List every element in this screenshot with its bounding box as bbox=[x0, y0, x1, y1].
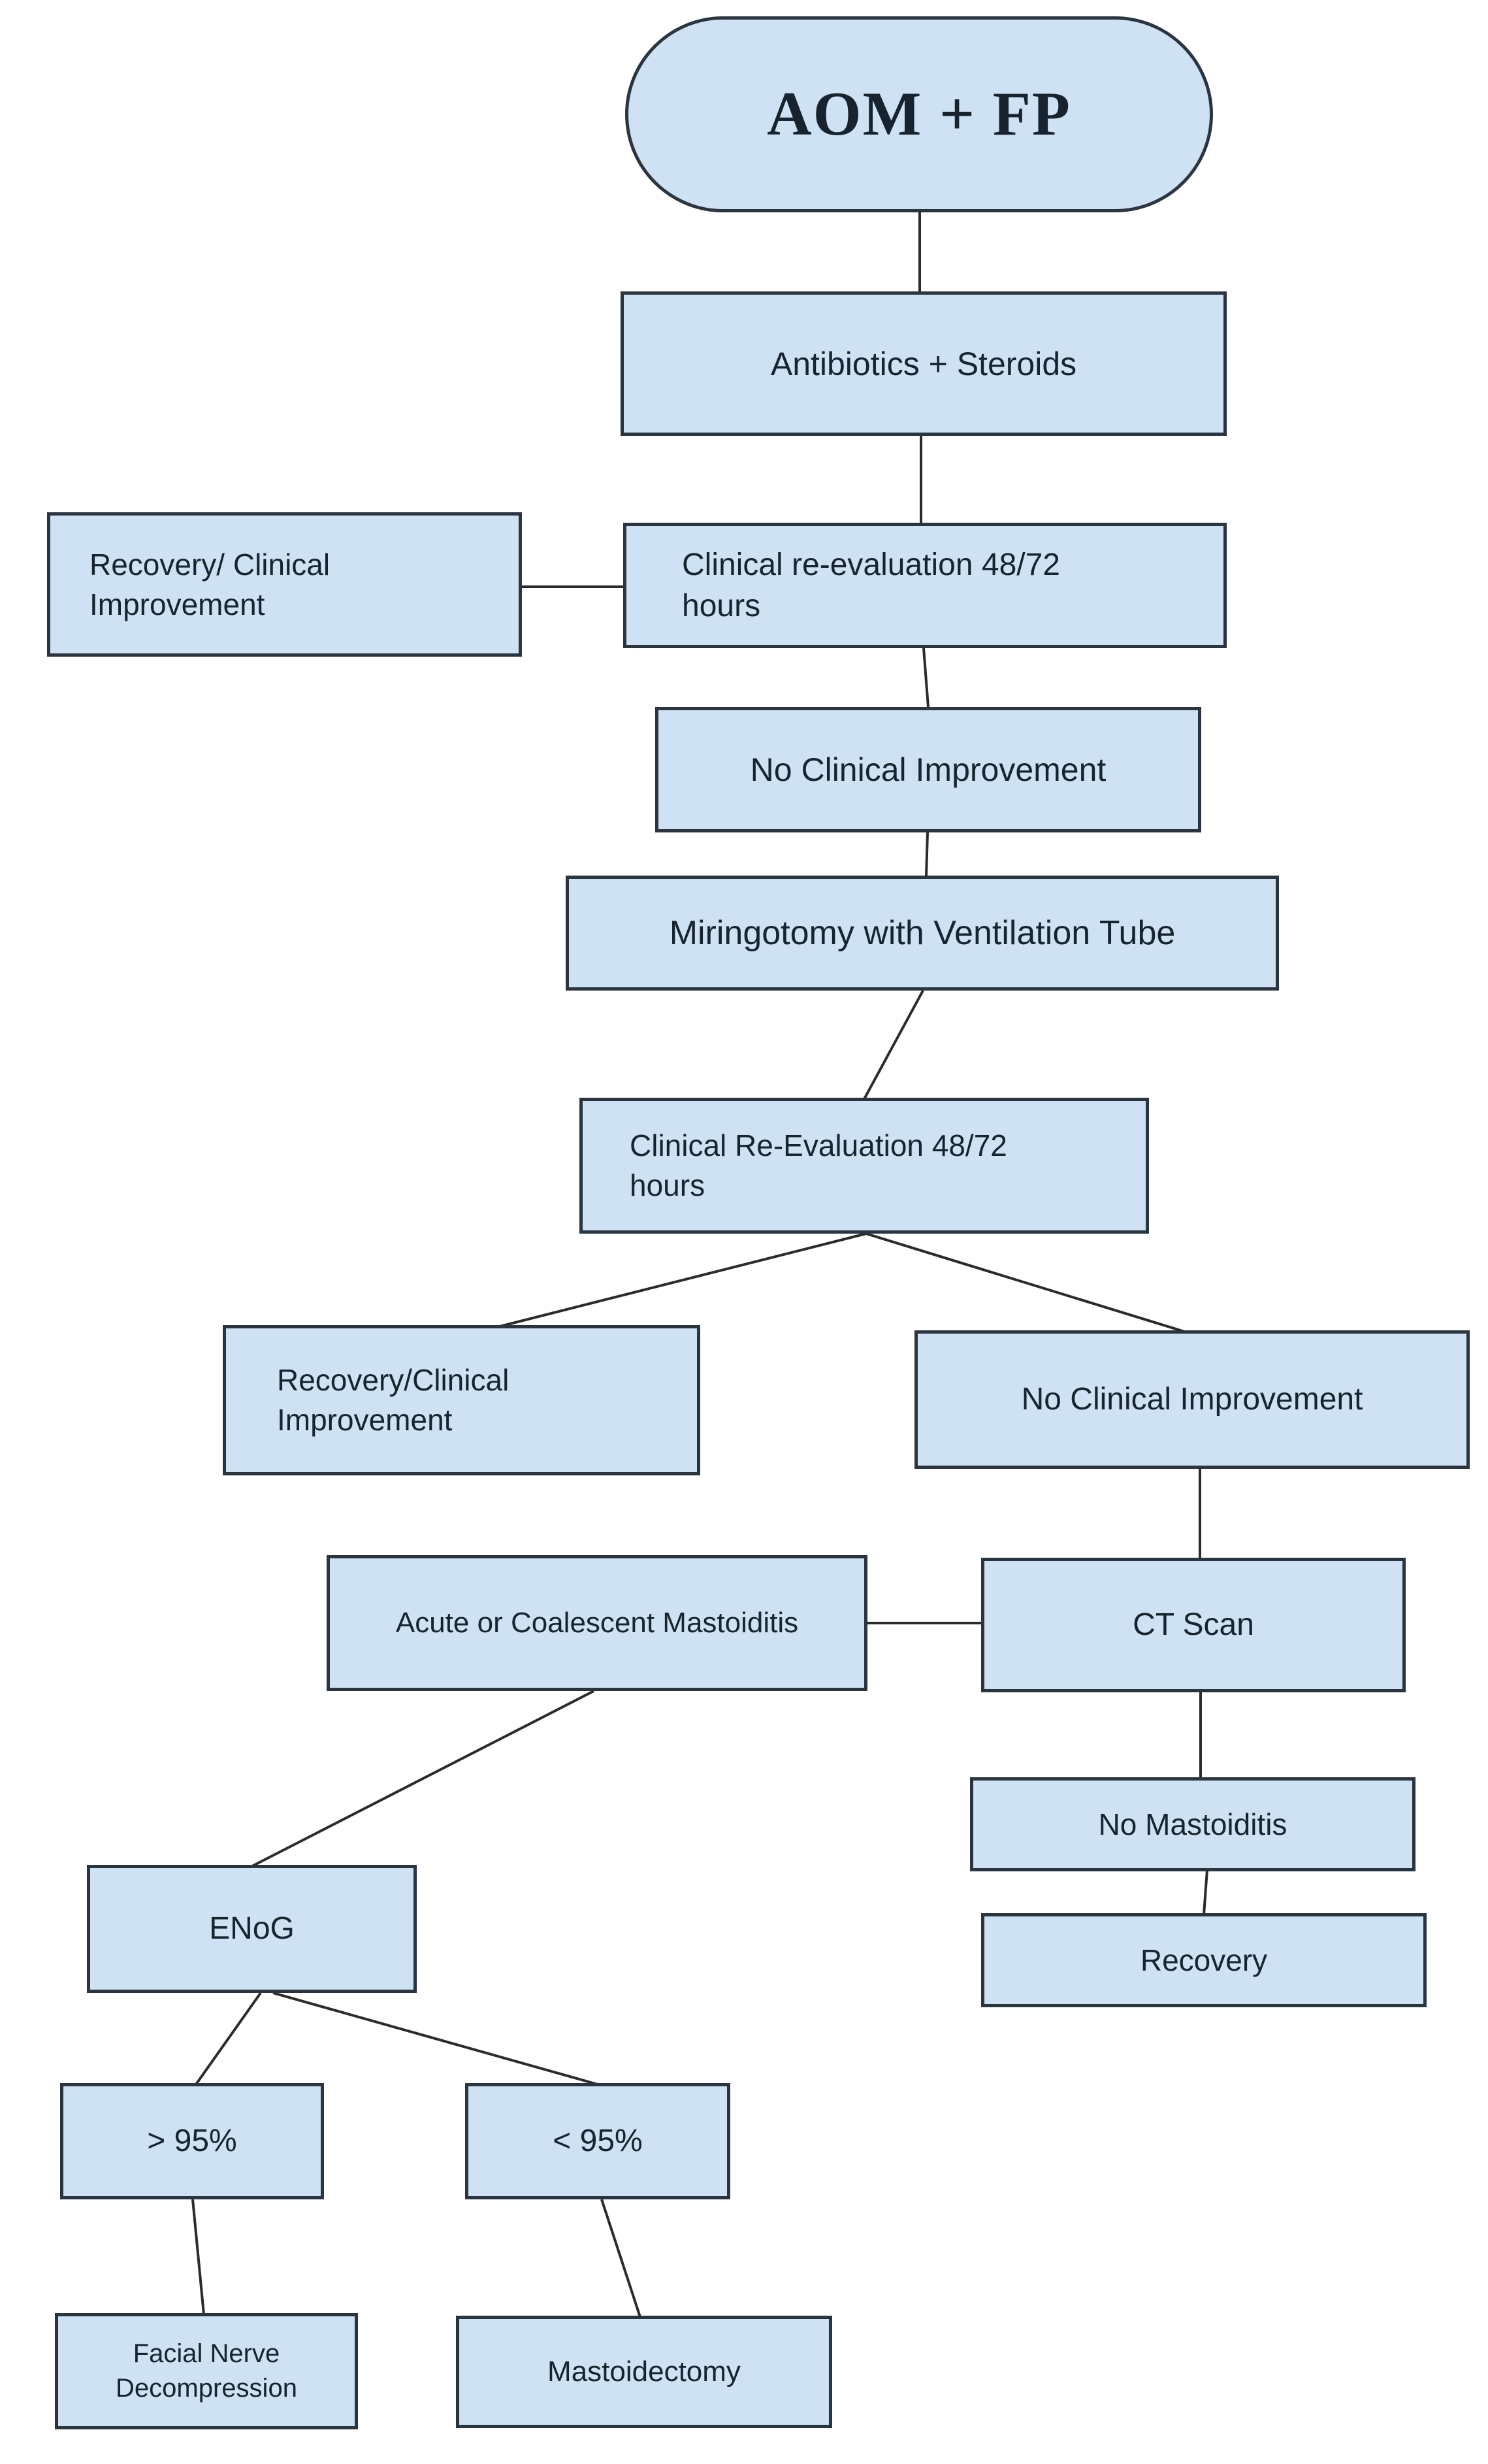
connector-no-improvement-1-to-miringotomy bbox=[925, 832, 929, 876]
node-re-evaluation-2-label: Clinical Re-Evaluation 48/72 hours bbox=[630, 1128, 1007, 1202]
node-recovery-final: Recovery bbox=[981, 1913, 1427, 2007]
node-ct-scan: CT Scan bbox=[981, 1558, 1406, 1692]
node-facial-nerve-decompression-label: Facial Nerve Decompression bbox=[116, 2339, 297, 2403]
connector-no-mastoiditis-to-recovery bbox=[1203, 1869, 1208, 1915]
connector-enog-to-lt-95 bbox=[272, 1992, 598, 2086]
connector-enog-to-gt-95 bbox=[195, 1992, 262, 2086]
node-re-evaluation-1-label: Clinical re-evaluation 48/72 hours bbox=[682, 547, 1060, 623]
node-antibiotics-steroids-label: Antibiotics + Steroids bbox=[770, 345, 1077, 382]
node-re-evaluation-1: Clinical re-evaluation 48/72 hours bbox=[623, 523, 1227, 648]
node-gt-95: > 95% bbox=[60, 2083, 324, 2199]
node-mastoidectomy-label: Mastoidectomy bbox=[547, 2355, 741, 2388]
node-recovery-improvement-2-label: Recovery/Clinical Improvement bbox=[277, 1363, 509, 1437]
connector-re-evaluation-2-to-recovery-2 bbox=[499, 1232, 867, 1328]
node-enog: ENoG bbox=[87, 1865, 417, 1993]
node-miringotomy: Miringotomy with Ventilation Tube bbox=[566, 876, 1279, 991]
node-no-improvement-2-label: No Clinical Improvement bbox=[1021, 1382, 1363, 1417]
node-recovery-improvement-1: Recovery/ Clinical Improvement bbox=[47, 512, 522, 657]
node-lt-95-label: < 95% bbox=[553, 2124, 643, 2159]
node-acute-mastoiditis: Acute or Coalescent Mastoiditis bbox=[327, 1555, 867, 1691]
connector-lt-95-to-mastoidectomy bbox=[600, 2199, 641, 2318]
node-recovery-final-label: Recovery bbox=[1140, 1943, 1268, 1977]
node-antibiotics-steroids: Antibiotics + Steroids bbox=[621, 291, 1227, 436]
connector-re-evaluation-2-to-no-improvement-2 bbox=[865, 1232, 1189, 1334]
node-no-improvement-1: No Clinical Improvement bbox=[655, 707, 1201, 832]
node-no-mastoiditis: No Mastoiditis bbox=[970, 1777, 1415, 1871]
node-no-improvement-2: No Clinical Improvement bbox=[914, 1330, 1470, 1469]
node-recovery-improvement-1-label: Recovery/ Clinical Improvement bbox=[89, 547, 331, 621]
node-recovery-improvement-2: Recovery/Clinical Improvement bbox=[223, 1325, 700, 1475]
node-re-evaluation-2: Clinical Re-Evaluation 48/72 hours bbox=[579, 1098, 1149, 1234]
node-mastoidectomy: Mastoidectomy bbox=[456, 2316, 832, 2428]
node-miringotomy-label: Miringotomy with Ventilation Tube bbox=[669, 913, 1176, 952]
node-acute-mastoiditis-label: Acute or Coalescent Mastoiditis bbox=[395, 1606, 799, 1639]
node-aom-fp-label: AOM + FP bbox=[767, 79, 1071, 149]
node-gt-95-label: > 95% bbox=[147, 2124, 237, 2159]
connector-re-evaluation-1-to-no-improvement-1 bbox=[922, 648, 930, 708]
node-no-mastoiditis-label: No Mastoiditis bbox=[1098, 1807, 1287, 1841]
connector-acute-mastoiditis-to-enog bbox=[251, 1690, 594, 1867]
node-ct-scan-label: CT Scan bbox=[1133, 1607, 1254, 1643]
node-aom-fp: AOM + FP bbox=[625, 16, 1213, 212]
connector-miringotomy-to-re-evaluation-2 bbox=[863, 990, 924, 1100]
node-lt-95: < 95% bbox=[465, 2083, 730, 2199]
connector-gt-95-to-decompression bbox=[191, 2199, 205, 2315]
node-no-improvement-1-label: No Clinical Improvement bbox=[750, 751, 1107, 788]
node-facial-nerve-decompression: Facial Nerve Decompression bbox=[55, 2313, 358, 2429]
node-enog-label: ENoG bbox=[209, 1911, 295, 1947]
